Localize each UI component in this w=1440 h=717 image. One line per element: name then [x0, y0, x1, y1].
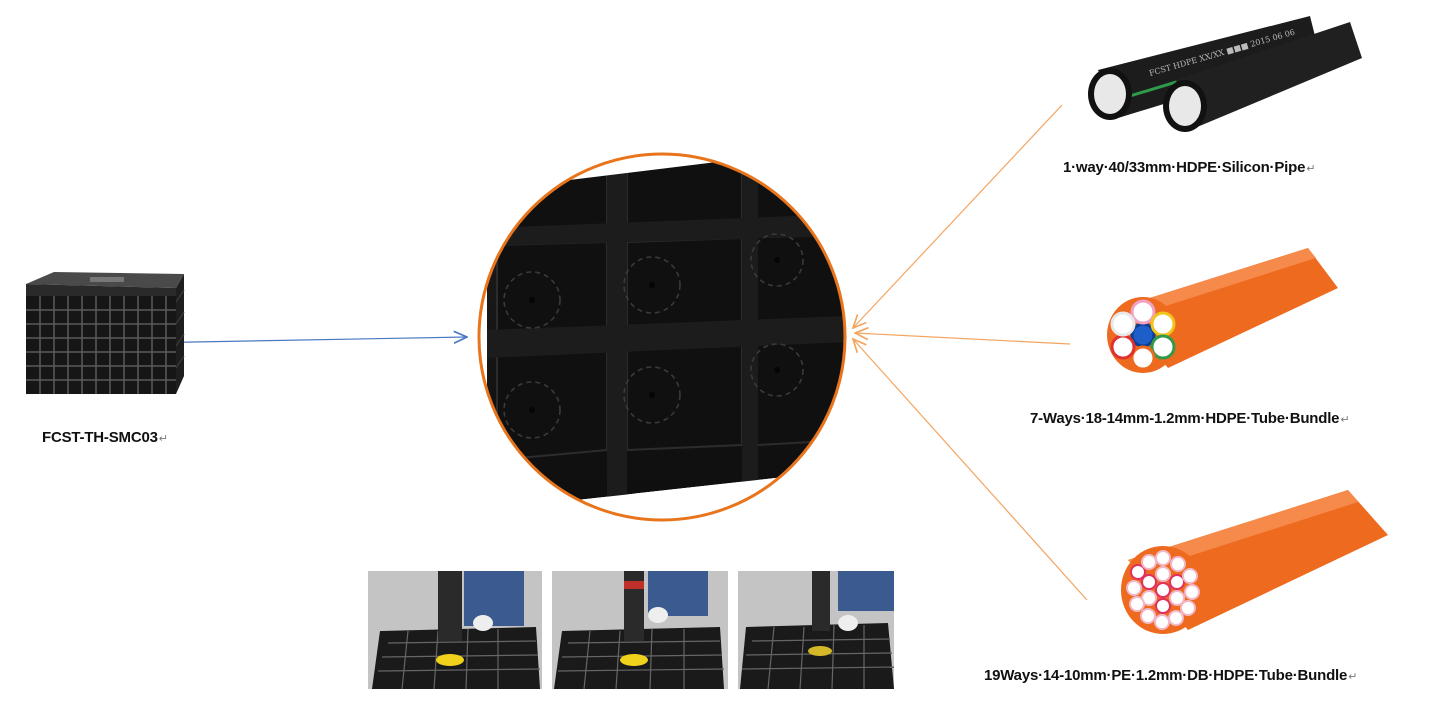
paragraph-mark-icon: ↵ [1306, 163, 1316, 175]
product-label: FCST-TH-SMC03↵ [42, 429, 168, 446]
product-label-text: FCST-TH-SMC03 [42, 429, 158, 446]
detail-magnifier-circle [477, 152, 847, 522]
hdpe-pipe-image: FCST HDPE XX/XX ■■■ 2015 06 06 [1088, 16, 1362, 132]
installation-photos [368, 571, 894, 689]
handhole-box-image [26, 272, 185, 394]
paragraph-mark-icon: ↵ [1340, 414, 1350, 426]
item-label-pipe: 1·way·40/33mm·HDPE·Silicon·Pipe↵ [1063, 159, 1315, 176]
arrow-product-to-detail [139, 337, 467, 343]
paragraph-mark-icon: ↵ [1348, 671, 1358, 683]
item-label-19way-text: 19Ways·14-10mm·PE·1.2mm·DB·HDPE·Tube·Bun… [984, 667, 1348, 684]
install-photo-1 [368, 571, 542, 689]
arrow-19way-to-detail [853, 339, 1088, 601]
item-label-7way-text: 7-Ways·18-14mm-1.2mm·HDPE·Tube·Bundle [1030, 410, 1340, 427]
tube-bundle-19way-image [1121, 490, 1388, 634]
paragraph-mark-icon: ↵ [158, 433, 168, 445]
arrow-7way-to-detail [855, 333, 1071, 345]
item-label-19way: 19Ways·14-10mm·PE·1.2mm·DB·HDPE·Tube·Bun… [984, 667, 1357, 684]
tube-bundle-7way-image [1107, 248, 1338, 373]
install-photo-2 [552, 571, 728, 689]
item-label-7way: 7-Ways·18-14mm-1.2mm·HDPE·Tube·Bundle↵ [1030, 410, 1350, 427]
item-label-pipe-text: 1·way·40/33mm·HDPE·Silicon·Pipe [1063, 159, 1306, 176]
install-photo-3 [738, 571, 894, 689]
arrow-pipe-to-detail [853, 104, 1063, 328]
